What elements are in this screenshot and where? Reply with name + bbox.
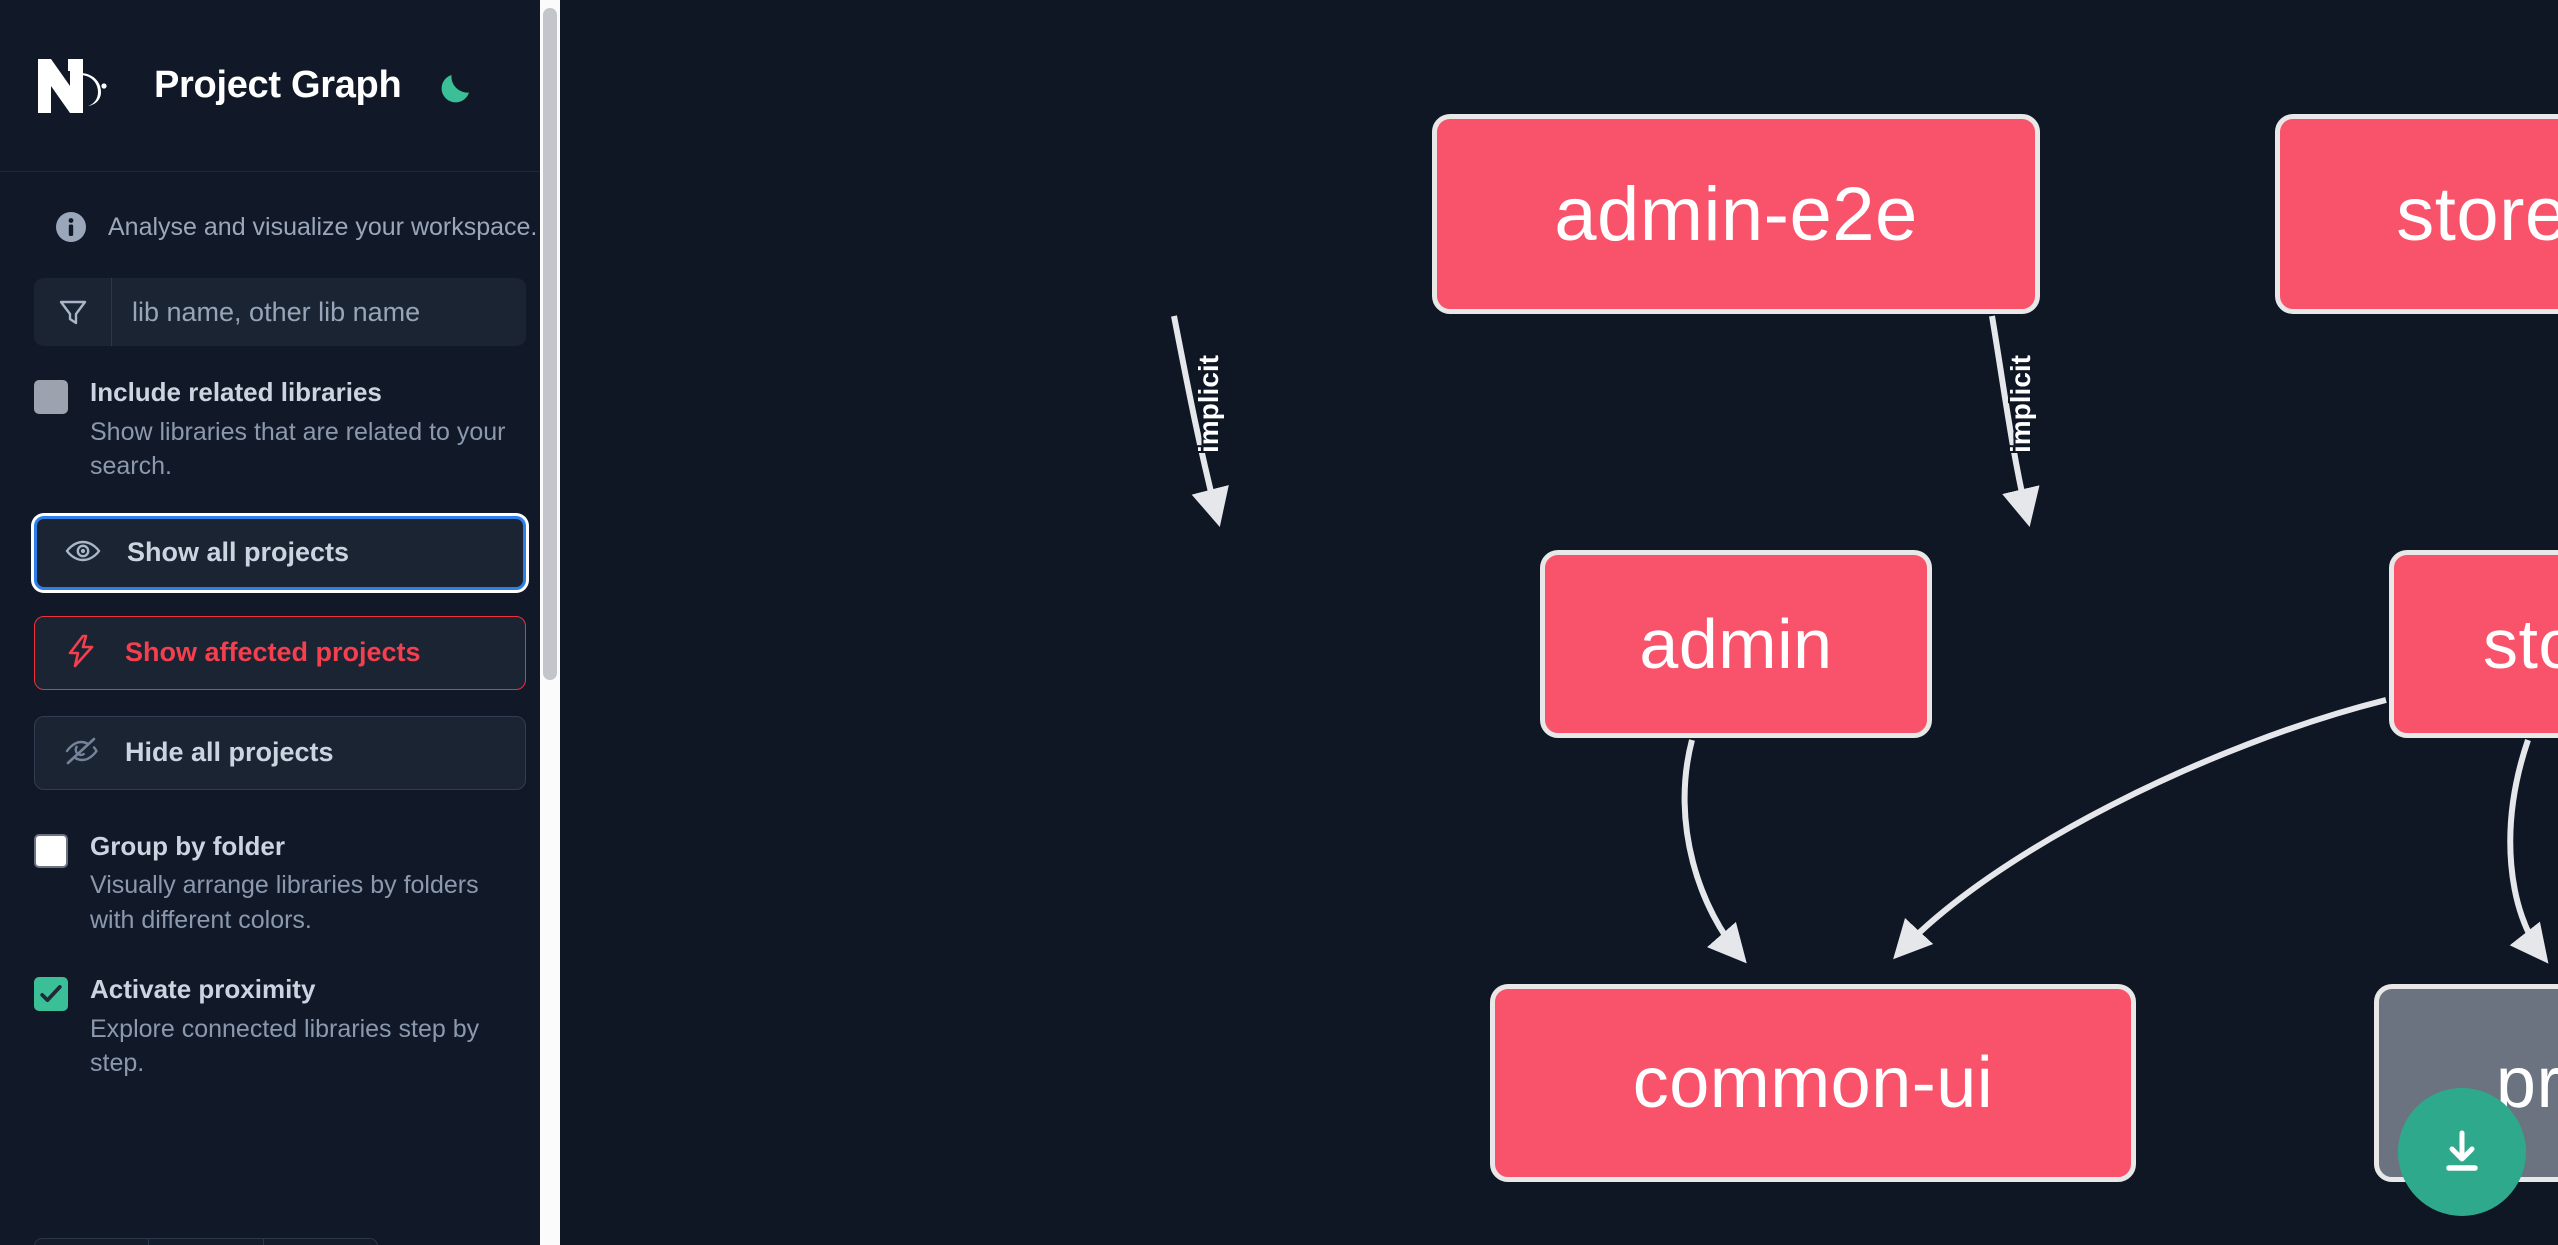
info-circle-icon: [54, 210, 88, 244]
graph-node-label: store-e2e: [2396, 171, 2558, 257]
sidebar-scrollbar-track[interactable]: [540, 0, 560, 1245]
page-title: Project Graph: [154, 64, 402, 106]
download-image-button[interactable]: [2398, 1088, 2526, 1216]
graph-edges: [1171, 315, 2549, 964]
graph-node-admin[interactable]: admin: [1540, 550, 1932, 738]
nx-logo-icon: [34, 55, 126, 117]
activate-proximity-checkbox[interactable]: [34, 977, 68, 1011]
include-related-libraries-row[interactable]: Include related libraries Show libraries…: [0, 346, 560, 484]
project-visibility-buttons: Show all projects Show affected projects: [0, 484, 560, 790]
group-by-folder-label: Group by folder: [90, 830, 285, 861]
group-by-folder-row[interactable]: Group by folder Visually arrange librari…: [0, 790, 560, 938]
include-related-libraries-checkbox[interactable]: [34, 380, 68, 414]
eye-off-icon: [63, 733, 99, 772]
include-related-libraries-text: Include related libraries Show libraries…: [90, 376, 510, 484]
search-box[interactable]: [34, 278, 526, 346]
download-icon: [2434, 1123, 2490, 1182]
activate-proximity-description: Explore connected libraries step by step…: [90, 1014, 480, 1078]
graph-node-label: admin-e2e: [1554, 171, 1918, 257]
graph-node-admin-e2e[interactable]: admin-e2e: [1432, 114, 2040, 314]
show-all-projects-label: Show all projects: [127, 537, 350, 567]
show-all-projects-button[interactable]: Show all projects: [34, 515, 526, 590]
sidebar-header: Project Graph: [0, 0, 560, 172]
activate-proximity-label: Activate proximity: [90, 974, 316, 1004]
hide-all-projects-button[interactable]: Hide all projects: [34, 715, 526, 790]
graph-node-label: store: [2482, 605, 2558, 683]
graph-node-label: common-ui: [1632, 1043, 1994, 1123]
bottom-segmented-control[interactable]: [34, 1238, 378, 1245]
edge-admin-e2e-to-admin: [1171, 315, 1229, 527]
graph-node-store[interactable]: store: [2389, 550, 2558, 738]
edge-store-to-common-ui: [1893, 697, 2387, 960]
search-input[interactable]: [112, 278, 526, 346]
activate-proximity-row[interactable]: Activate proximity Explore connected lib…: [0, 937, 560, 1081]
filter-funnel-icon: [34, 278, 112, 346]
lightning-bolt-icon: [63, 633, 99, 672]
edge-admin-to-common-ui: [1681, 739, 1747, 964]
show-affected-projects-label: Show affected projects: [125, 637, 421, 667]
segment-2[interactable]: [149, 1239, 264, 1245]
graph-node-store-e2e[interactable]: store-e2e: [2275, 114, 2558, 314]
graph-node-common-ui[interactable]: common-ui: [1490, 984, 2136, 1182]
graph-canvas[interactable]: implicit implicit admin-e2e store-e2e ad…: [560, 0, 2558, 1245]
sidebar-scrollbar-thumb[interactable]: [543, 8, 557, 680]
graph-node-label: admin: [1639, 605, 1833, 683]
group-by-folder-checkbox[interactable]: [34, 833, 68, 868]
sidebar-content: Project Graph Analyse and visualize yo: [0, 0, 560, 1245]
activate-proximity-text: Activate proximity Explore connected lib…: [90, 973, 510, 1081]
include-related-libraries-label: Include related libraries: [90, 377, 382, 407]
edge-store-to-products: [2507, 739, 2549, 964]
group-by-folder-text: Group by folder Visually arrange librari…: [90, 830, 510, 938]
search-row: [0, 250, 560, 346]
sidebar-tagline-text: Analyse and visualize your workspace.: [108, 212, 538, 241]
segment-3[interactable]: [264, 1239, 377, 1245]
group-by-folder-description: Visually arrange libraries by folders wi…: [90, 871, 479, 934]
edge-store-e2e-to-store: [1989, 315, 2040, 528]
show-affected-projects-button[interactable]: Show affected projects: [34, 615, 526, 690]
sidebar: Project Graph Analyse and visualize yo: [0, 0, 560, 1245]
hide-all-projects-label: Hide all projects: [125, 737, 334, 767]
segment-1[interactable]: [35, 1239, 150, 1245]
moon-icon[interactable]: [435, 63, 481, 109]
include-related-libraries-description: Show libraries that are related to your …: [90, 417, 506, 481]
sidebar-tagline: Analyse and visualize your workspace.: [0, 172, 560, 250]
eye-icon: [65, 533, 101, 572]
